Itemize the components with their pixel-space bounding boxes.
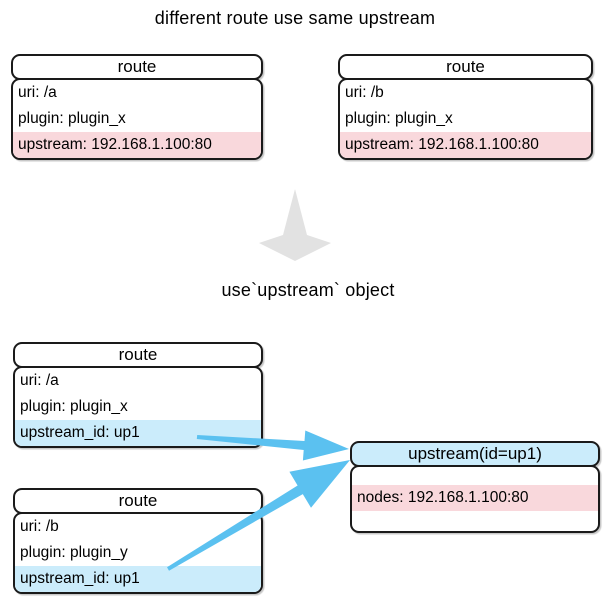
node-row-nodes: nodes: 192.168.1.100:80 — [352, 485, 598, 511]
node-row-uri: uri: /b — [345, 84, 384, 101]
route-node-b-top: route uri: /b plugin: plugin_x upstream:… — [338, 54, 593, 160]
node-header: route — [13, 488, 263, 514]
node-body: uri: /a plugin: plugin_x upstream_id: up… — [13, 366, 263, 448]
node-body: uri: /b plugin: plugin_y upstream_id: up… — [13, 512, 263, 594]
node-row-plugin: plugin: plugin_y — [20, 544, 128, 561]
route-node-b: route uri: /b plugin: plugin_y upstream_… — [13, 488, 263, 594]
route-node-a: route uri: /a plugin: plugin_x upstream_… — [13, 342, 263, 448]
node-body: uri: /b plugin: plugin_x upstream: 192.1… — [338, 78, 593, 160]
node-row-upstream-id: upstream_id: up1 — [15, 566, 261, 592]
route-node-a-top: route uri: /a plugin: plugin_x upstream:… — [11, 54, 263, 160]
merge-down-arrow-icon — [259, 189, 331, 261]
node-row-plugin: plugin: plugin_x — [345, 110, 453, 127]
node-row-uri: uri: /a — [20, 372, 59, 389]
diagram-title: different route use same upstream — [154, 8, 436, 28]
node-header: route — [338, 54, 593, 80]
diagram-subtitle: use`upstream` object — [221, 280, 395, 300]
upstream-node: upstream(id=up1) nodes: 192.168.1.100:80 — [350, 441, 600, 533]
node-body: uri: /a plugin: plugin_x upstream: 192.1… — [11, 78, 263, 160]
node-body: nodes: 192.168.1.100:80 — [350, 465, 600, 533]
node-header: route — [11, 54, 263, 80]
node-header: upstream(id=up1) — [350, 441, 600, 467]
node-row-upstream: upstream: 192.168.1.100:80 — [340, 132, 591, 158]
node-row-upstream: upstream: 192.168.1.100:80 — [13, 132, 261, 158]
node-header: route — [13, 342, 263, 368]
node-row-plugin: plugin: plugin_x — [18, 110, 126, 127]
node-row-uri: uri: /b — [20, 518, 59, 535]
node-row-plugin: plugin: plugin_x — [20, 398, 128, 415]
node-row-upstream-id: upstream_id: up1 — [15, 420, 261, 446]
node-row-uri: uri: /a — [18, 84, 57, 101]
